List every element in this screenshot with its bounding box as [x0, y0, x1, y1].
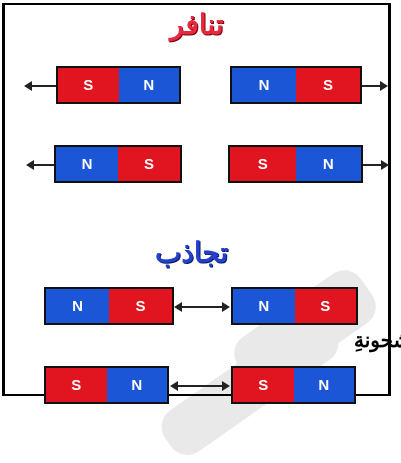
magnet: S N: [56, 66, 181, 104]
attract-title: تجاذب: [155, 236, 229, 269]
arrow-right: [363, 160, 389, 170]
south-pole: S: [58, 68, 119, 102]
frame-border-bottom: [2, 394, 391, 396]
north-pole: N: [295, 147, 361, 181]
arrow-left: [26, 160, 54, 170]
north-pole: N: [293, 368, 354, 402]
frame-border-right: [388, 4, 391, 396]
south-pole: S: [46, 368, 107, 402]
magnet: N S: [54, 145, 182, 183]
frame-border-top: [2, 3, 391, 5]
south-pole: S: [109, 289, 172, 323]
arrow-left: [24, 81, 56, 91]
north-pole: N: [232, 68, 296, 102]
north-pole: N: [233, 289, 295, 323]
arrow-right: [362, 81, 388, 91]
north-pole: N: [46, 289, 109, 323]
frame-border-left: [2, 4, 5, 394]
repel-title: تنافر: [170, 8, 224, 41]
north-pole: N: [56, 147, 118, 181]
magnet: S N: [228, 145, 363, 183]
magnet: N S: [230, 66, 362, 104]
north-pole: N: [106, 368, 167, 402]
magnet: N S: [231, 287, 358, 325]
magnet: S N: [44, 366, 169, 404]
diagram-frame: تنافر S N N S N S S N تجاذب N S N S شحون…: [2, 3, 401, 463]
magnet: S N: [231, 366, 356, 404]
arrow-attract: [174, 302, 230, 312]
magnet: N S: [44, 287, 174, 325]
north-pole: N: [118, 68, 179, 102]
south-pole: S: [296, 68, 360, 102]
south-pole: S: [294, 289, 356, 323]
south-pole: S: [233, 368, 294, 402]
south-pole: S: [230, 147, 296, 181]
south-pole: S: [118, 147, 180, 181]
cut-off-text: شحونةِ: [354, 328, 401, 352]
arrow-attract: [170, 381, 230, 391]
